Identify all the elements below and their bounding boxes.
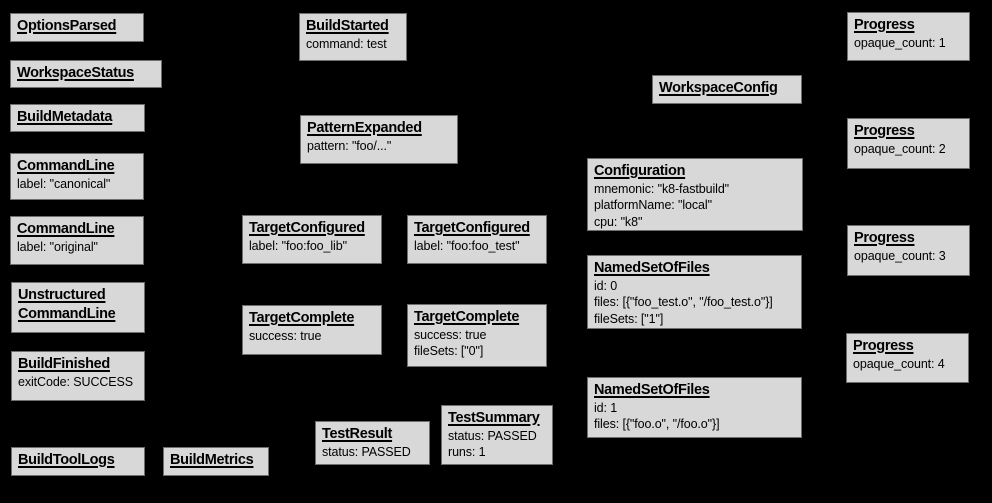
event-title: Configuration xyxy=(594,163,686,179)
event-field: label: "foo:foo_lib" xyxy=(249,239,347,254)
event-box-command-line-original: CommandLine label: "original" xyxy=(10,216,144,265)
event-title: BuildFinished xyxy=(18,356,110,372)
event-title: CommandLine xyxy=(17,221,115,237)
event-field: files: [{"foo.o", "/foo.o"}] xyxy=(594,417,720,432)
event-title: TestSummary xyxy=(448,410,540,426)
event-title: OptionsParsed xyxy=(17,18,117,34)
event-box-pattern-expanded: PatternExpanded pattern: "foo/..." xyxy=(300,115,458,164)
event-box-unstructured-command-line: Unstructured CommandLine xyxy=(11,282,145,333)
event-box-progress-1: Progress opaque_count: 1 xyxy=(847,12,970,61)
event-title: TargetConfigured xyxy=(414,220,530,236)
event-field: platformName: "local" xyxy=(594,198,712,213)
event-box-target-complete-foo-test: TargetComplete success: true fileSets: [… xyxy=(407,304,547,367)
event-title: BuildMetrics xyxy=(170,452,254,468)
event-field: opaque_count: 4 xyxy=(853,357,945,372)
event-field: opaque_count: 3 xyxy=(854,249,946,264)
event-title: WorkspaceConfig xyxy=(659,80,778,96)
event-box-build-started: BuildStarted command: test xyxy=(299,13,407,61)
event-field: success: true xyxy=(414,328,487,343)
event-field: success: true xyxy=(249,329,322,344)
event-title: NamedSetOfFiles xyxy=(594,260,710,276)
event-title: TargetComplete xyxy=(249,310,355,326)
event-box-test-result: TestResult status: PASSED xyxy=(315,421,430,465)
event-field: label: "original" xyxy=(17,240,98,255)
event-box-target-configured-foo-test: TargetConfigured label: "foo:foo_test" xyxy=(407,215,547,264)
event-field: label: "foo:foo_test" xyxy=(414,239,520,254)
event-title: PatternExpanded xyxy=(307,120,422,136)
event-field: command: test xyxy=(306,37,387,52)
event-title: Unstructured CommandLine xyxy=(18,287,116,323)
event-title: WorkspaceStatus xyxy=(17,65,134,81)
event-title: BuildMetadata xyxy=(17,109,113,125)
event-title: Progress xyxy=(854,123,915,139)
event-box-named-set-of-files-0: NamedSetOfFiles id: 0 files: [{"foo_test… xyxy=(587,255,802,329)
event-title: BuildToolLogs xyxy=(18,452,115,468)
event-title: TargetConfigured xyxy=(249,220,365,236)
event-box-target-complete-foo-lib: TargetComplete success: true xyxy=(242,305,382,355)
event-box-build-metrics: BuildMetrics xyxy=(163,447,269,476)
event-field: status: PASSED xyxy=(322,445,411,460)
event-field: status: PASSED xyxy=(448,429,537,444)
event-box-build-tool-logs: BuildToolLogs xyxy=(11,447,145,476)
event-field: opaque_count: 2 xyxy=(854,142,946,157)
event-title: Progress xyxy=(853,338,914,354)
event-box-workspace-status: WorkspaceStatus xyxy=(10,60,162,88)
event-box-options-parsed: OptionsParsed xyxy=(10,13,144,42)
event-field: id: 1 xyxy=(594,401,618,416)
event-field: runs: 1 xyxy=(448,445,486,460)
event-box-configuration: Configuration mnemonic: "k8-fastbuild" p… xyxy=(587,158,803,231)
event-title: TestResult xyxy=(322,426,393,442)
event-field: fileSets: ["0"] xyxy=(414,344,484,359)
event-field: cpu: "k8" xyxy=(594,214,643,229)
event-box-progress-4: Progress opaque_count: 4 xyxy=(846,333,969,383)
event-field: opaque_count: 1 xyxy=(854,36,946,51)
event-box-test-summary: TestSummary status: PASSED runs: 1 xyxy=(441,405,553,465)
event-title: Progress xyxy=(854,17,915,33)
event-title: BuildStarted xyxy=(306,18,389,34)
event-title: CommandLine xyxy=(17,158,115,174)
event-box-workspace-config: WorkspaceConfig xyxy=(652,75,802,104)
event-box-target-configured-foo-lib: TargetConfigured label: "foo:foo_lib" xyxy=(242,215,382,264)
event-field: mnemonic: "k8-fastbuild" xyxy=(594,182,730,197)
event-field: pattern: "foo/..." xyxy=(307,139,392,154)
event-title: Progress xyxy=(854,230,915,246)
event-box-command-line-canonical: CommandLine label: "canonical" xyxy=(10,153,144,200)
event-title: NamedSetOfFiles xyxy=(594,382,710,398)
event-field: id: 0 xyxy=(594,279,618,294)
event-box-named-set-of-files-1: NamedSetOfFiles id: 1 files: [{"foo.o", … xyxy=(587,377,802,438)
event-field: files: [{"foo_test.o", "/foo_test.o"}] xyxy=(594,295,773,310)
event-field: label: "canonical" xyxy=(17,177,111,192)
event-field: fileSets: ["1"] xyxy=(594,311,664,326)
event-box-build-finished: BuildFinished exitCode: SUCCESS xyxy=(11,351,145,401)
event-box-build-metadata: BuildMetadata xyxy=(10,104,145,132)
event-box-progress-2: Progress opaque_count: 2 xyxy=(847,118,970,169)
event-box-progress-3: Progress opaque_count: 3 xyxy=(847,225,970,276)
event-field: exitCode: SUCCESS xyxy=(18,375,134,390)
event-title: TargetComplete xyxy=(414,309,520,325)
